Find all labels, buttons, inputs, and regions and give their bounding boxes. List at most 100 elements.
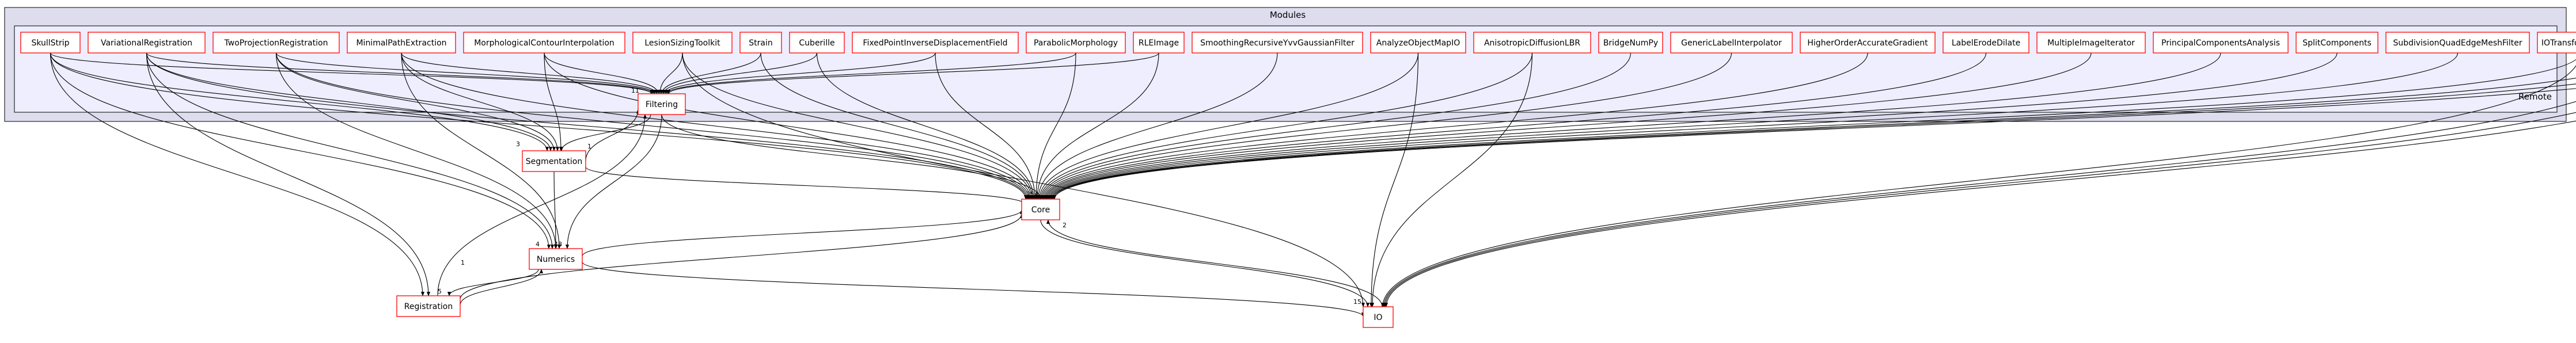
edge-module-numerics [50, 52, 551, 249]
edge-registration-core [460, 214, 1023, 300]
edge-segmentation-numerics [553, 171, 558, 249]
edge-module-io [1383, 112, 2576, 307]
module-node-multiple-image-iterator[interactable]: MultipleImageIterator [2036, 32, 2146, 54]
edge-module-segmentation [275, 52, 556, 151]
numerics-node[interactable]: Numerics [529, 248, 583, 270]
edge-module-core [50, 52, 1027, 200]
edge-label-numerics-registration: 5 [438, 288, 442, 295]
module-node-split-components[interactable]: SplitComponents [2296, 32, 2378, 54]
filtering-node[interactable]: Filtering [638, 93, 686, 115]
remote-cluster-label: Remote [2518, 92, 2552, 102]
edge-module-filtering [661, 52, 818, 94]
module-node-analyze-object-map-io[interactable]: AnalyzeObjectMapIO [1370, 32, 1466, 54]
edge-module-core [935, 52, 1037, 200]
module-node-label: RLEImage [1139, 39, 1179, 48]
edge-module-core [1050, 78, 2576, 200]
module-node-label: SplitComponents [2302, 39, 2372, 48]
core-node[interactable]: Core [1021, 199, 1060, 220]
edge-module-registration [146, 52, 431, 296]
edge-label-filtering-numerics: 4 [536, 241, 540, 248]
module-node-label: PrincipalComponentsAnalysis [2161, 39, 2280, 48]
edge-module-registration [50, 52, 425, 296]
module-node-smoothing-recursive-yvv-gaussian-filter[interactable]: SmoothingRecursiveYvvGaussianFilter [1192, 32, 1363, 54]
module-node-label: SkullStrip [31, 39, 69, 48]
module-node-label: ParabolicMorphology [1034, 39, 1118, 48]
edge-module-numerics [146, 52, 555, 249]
edge-module-core [1038, 52, 1533, 200]
module-node-subdivision-quad-edge-mesh-filter[interactable]: SubdivisionQuadEdgeMeshFilter [2385, 32, 2530, 54]
edge-module-core [1047, 52, 2338, 200]
module-node-label: LesionSizingToolkit [644, 39, 720, 48]
core-node-label: Core [1031, 205, 1050, 215]
edge-core-io [1040, 219, 1370, 307]
edge-module-core [401, 52, 1031, 200]
module-node-two-projection-registration[interactable]: TwoProjectionRegistration [213, 32, 340, 54]
edge-module-filtering [275, 52, 657, 94]
edge-module-filtering [663, 52, 936, 94]
edge-module-numerics [275, 52, 558, 249]
module-node-label-erode-dilate[interactable]: LabelErodeDilate [1943, 32, 2029, 54]
edge-module-filtering [146, 52, 655, 94]
module-node-morphological-contour-interpolation[interactable]: MorphologicalContourInterpolation [463, 32, 625, 54]
module-node-strain[interactable]: Strain [739, 32, 782, 54]
edge-module-core [1041, 52, 1732, 200]
module-node-label: LabelErodeDilate [1952, 39, 2020, 48]
edge-module-core [1049, 59, 2576, 200]
edge-module-core [1048, 52, 2459, 200]
module-nodes: SkullStrip VariationalRegistration TwoProj… [20, 32, 2576, 54]
edge-module-io [682, 52, 1365, 307]
module-node-label: Strain [749, 39, 772, 48]
module-node-principal-components-analysis[interactable]: PrincipalComponentsAnalysis [2153, 32, 2289, 54]
edge-module-segmentation [50, 52, 549, 151]
edge-numerics-core [582, 209, 1023, 257]
edge-module-numerics [401, 52, 562, 249]
module-node-cuberille[interactable]: Cuberille [789, 32, 845, 54]
edge-module-filtering [665, 52, 1076, 94]
module-node-label: IOTransformDCMTK [2541, 39, 2576, 48]
edge-filtering-segmentation [559, 114, 651, 151]
segmentation-node[interactable]: Segmentation [522, 150, 586, 172]
module-node-higher-order-accurate-gradient[interactable]: HigherOrderAccurateGradient [1800, 32, 1936, 54]
edge-filtering-numerics [565, 114, 662, 249]
edge-label-registration-numerics: 1 [461, 259, 465, 266]
edge-module-core [1036, 52, 1278, 200]
edge-segmentation-core [585, 166, 1027, 205]
edge-module-filtering [401, 52, 658, 94]
module-node-skull-strip[interactable]: SkullStrip [20, 32, 81, 54]
edge-module-core [1034, 52, 1076, 200]
modules-cluster-label: Modules [1270, 10, 1306, 20]
module-node-variational-registration[interactable]: VariationalRegistration [88, 32, 206, 54]
edge-module-filtering [659, 52, 761, 94]
module-node-lesion-sizing-toolkit[interactable]: LesionSizingToolkit [632, 32, 733, 54]
module-node-label: MorphologicalContourInterpolation [474, 39, 614, 48]
module-node-iotransform-dcmtk[interactable]: IOTransformDCMTK [2537, 32, 2576, 54]
module-node-label: Cuberille [799, 39, 834, 48]
module-node-label: VariationalRegistration [101, 39, 192, 48]
edge-label-core-io: 2 [1063, 222, 1067, 229]
module-node-label: HigherOrderAccurateGradient [1807, 39, 1928, 48]
module-node-label: SmoothingRecursiveYvvGaussianFilter [1200, 39, 1355, 48]
dependency-edges [50, 52, 2576, 317]
module-node-label: TwoProjectionRegistration [224, 39, 328, 48]
edge-module-filtering [544, 52, 661, 94]
module-node-generic-label-interpolator[interactable]: GenericLabelInterpolator [1670, 32, 1793, 54]
edge-module-core [1035, 52, 1159, 200]
edge-filtering-core [661, 114, 1043, 200]
module-node-fixed-point-inverse-displacement-field[interactable]: FixedPointInverseDisplacementField [852, 32, 1019, 54]
io-node[interactable]: IO [1363, 306, 1394, 328]
module-node-minimal-path-extraction[interactable]: MinimalPathExtraction [347, 32, 456, 54]
module-node-rleimage[interactable]: RLEImage [1133, 32, 1185, 54]
module-node-label: SubdivisionQuadEdgeMeshFilter [2393, 39, 2522, 48]
edge-module-io [1382, 101, 2576, 307]
module-node-label: BridgeNumPy [1603, 39, 1658, 48]
module-node-parabolic-morphology[interactable]: ParabolicMorphology [1026, 32, 1126, 54]
module-node-anisotropic-diffusion-lbr[interactable]: AnisotropicDiffusionLBR [1473, 32, 1591, 54]
edge-module-core [1044, 52, 1987, 200]
edge-label-core: 254 [1026, 190, 1038, 198]
edge-module-core [682, 52, 1034, 200]
edge-module-segmentation [401, 52, 560, 151]
registration-node[interactable]: Registration [396, 295, 461, 317]
edge-module-core [544, 52, 1033, 200]
module-node-bridge-num-py[interactable]: BridgeNumPy [1598, 32, 1663, 54]
registration-node-label: Registration [404, 302, 453, 311]
